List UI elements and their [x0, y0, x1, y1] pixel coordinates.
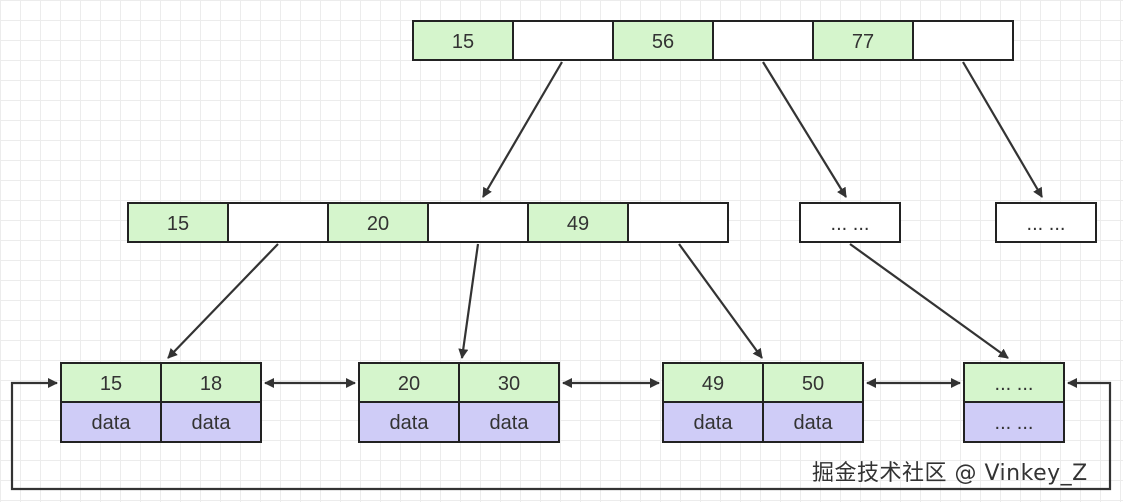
leaf-data-label: data [390, 412, 430, 434]
leaf-data-cell [662, 401, 764, 443]
root-key-label: 15 [452, 31, 474, 53]
placeholder-node: ... ... [995, 202, 1097, 243]
placeholder-cell [995, 202, 1097, 243]
leaf-data-label: data [794, 412, 834, 434]
leaf-data-cell [160, 401, 262, 443]
leaf-node: 49 50 data data [662, 362, 864, 443]
leaf-data-label: data [694, 412, 734, 434]
root-node: 15 56 77 [412, 20, 1014, 61]
watermark: 掘金技术社区 @ Vinkey_Z [812, 461, 1088, 486]
leaf-node: 15 18 data data [60, 362, 262, 443]
pointer-arrow [458, 243, 480, 359]
internal-pointer-cell [427, 202, 529, 243]
leaf-key-label: 20 [398, 373, 420, 395]
internal-key-label: 49 [567, 213, 589, 235]
leaf-key-label: 30 [498, 373, 520, 395]
leaf-data-label: ... ... [995, 412, 1034, 434]
internal-key-cell [327, 202, 429, 243]
pointer-arrow [962, 61, 1043, 198]
leaf-key-label: 50 [802, 373, 824, 395]
pointer-arrow [482, 61, 563, 198]
root-key-label: 56 [652, 31, 674, 53]
leaf-key-label: 18 [200, 373, 222, 395]
placeholder-label: ... ... [1027, 213, 1066, 235]
internal-key-label: 15 [167, 213, 189, 235]
pointer-arrow [762, 61, 847, 198]
internal-pointer-cell [227, 202, 329, 243]
root-key-cell [812, 20, 914, 61]
leaf-node: ... ... ... ... [963, 362, 1065, 443]
root-pointer-cell [912, 20, 1014, 61]
leaf-data-cell [458, 401, 560, 443]
leaf-node: 20 30 data data [358, 362, 560, 443]
leaf-data-label: data [490, 412, 530, 434]
root-pointer-cell [512, 20, 614, 61]
root-key-cell [612, 20, 714, 61]
internal-node: 15 20 49 [127, 202, 729, 243]
internal-pointer-cell [627, 202, 729, 243]
leaf-data-label: data [92, 412, 132, 434]
placeholder-node: ... ... [799, 202, 901, 243]
leaf-data-label: data [192, 412, 232, 434]
circular-link-arrow [10, 378, 1112, 491]
leaf-key-label: ... ... [995, 373, 1034, 395]
leaf-key-label: 15 [100, 373, 122, 395]
pointer-arrow [167, 243, 279, 359]
internal-key-cell [527, 202, 629, 243]
internal-key-label: 20 [367, 213, 389, 235]
leaf-data-cell [762, 401, 864, 443]
leaf-key-label: 49 [702, 373, 724, 395]
root-pointer-cell [712, 20, 814, 61]
root-key-label: 77 [852, 31, 874, 53]
pointer-arrow [678, 243, 763, 359]
root-key-cell [412, 20, 514, 61]
pointer-arrow [849, 243, 1009, 359]
leaf-data-cell [963, 401, 1065, 443]
placeholder-label: ... ... [831, 213, 870, 235]
placeholder-cell [799, 202, 901, 243]
